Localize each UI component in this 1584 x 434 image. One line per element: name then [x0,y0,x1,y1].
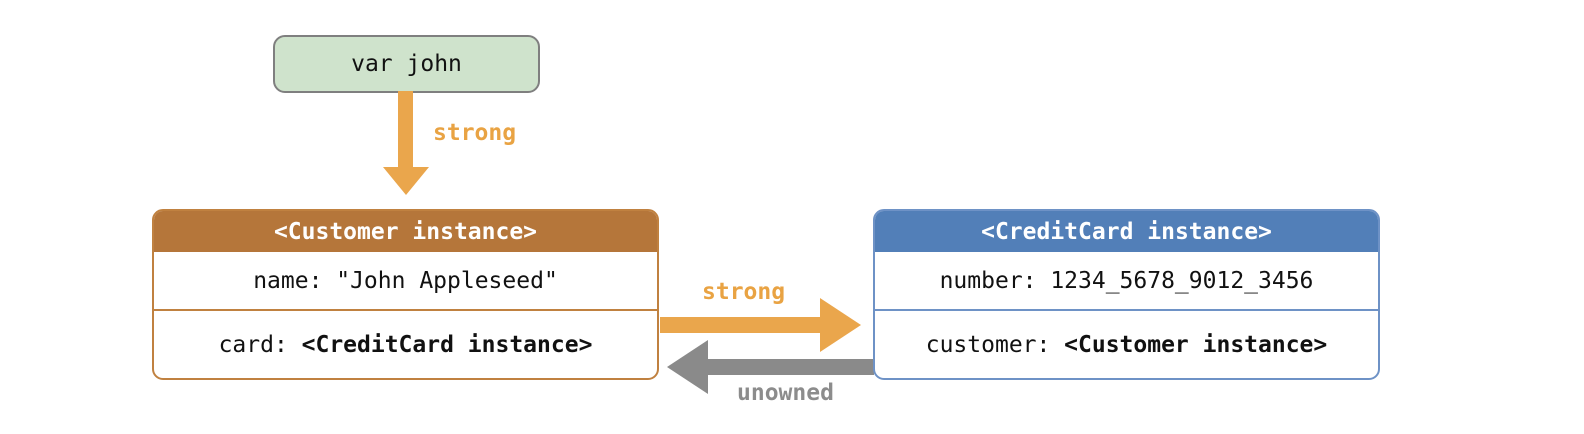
variable-node-john: var john [273,35,540,93]
strong-reference-label-vertical: strong [433,120,517,146]
creditcard-number-value: 1234_5678_9012_3456 [1050,267,1314,294]
strong-arrow-down-shaft [398,91,413,168]
customer-card-row: card: <CreditCard instance> [154,309,657,378]
creditcard-instance-header: <CreditCard instance> [875,211,1378,252]
customer-name-row: name: "John Appleseed" [154,252,657,309]
customer-name-label: name: [253,267,323,294]
unowned-arrow-left-head-icon [667,340,708,394]
unowned-arrow-left-shaft [707,359,874,375]
customer-card-label: card: [218,331,288,358]
creditcard-customer-value: <Customer instance> [1064,331,1328,358]
creditcard-customer-label: customer: [925,331,1051,358]
strong-arrow-right-head-icon [820,298,861,352]
customer-card-value: <CreditCard instance> [301,331,593,358]
unowned-reference-label: unowned [737,380,834,406]
creditcard-number-label: number: [939,267,1037,294]
creditcard-customer-row: customer: <Customer instance> [875,309,1378,378]
variable-node-label: var john [351,51,462,77]
strong-reference-label-horizontal: strong [702,279,786,305]
creditcard-instance-title: <CreditCard instance> [981,218,1272,245]
creditcard-number-row: number: 1234_5678_9012_3456 [875,252,1378,309]
customer-instance-title: <Customer instance> [273,218,538,245]
strong-arrow-down-head-icon [383,167,429,195]
strong-arrow-right-shaft [660,317,821,333]
creditcard-instance-box: <CreditCard instance> number: 1234_5678_… [873,209,1380,380]
customer-name-value: "John Appleseed" [336,267,558,294]
customer-instance-header: <Customer instance> [154,211,657,252]
customer-instance-box: <Customer instance> name: "John Applesee… [152,209,659,380]
